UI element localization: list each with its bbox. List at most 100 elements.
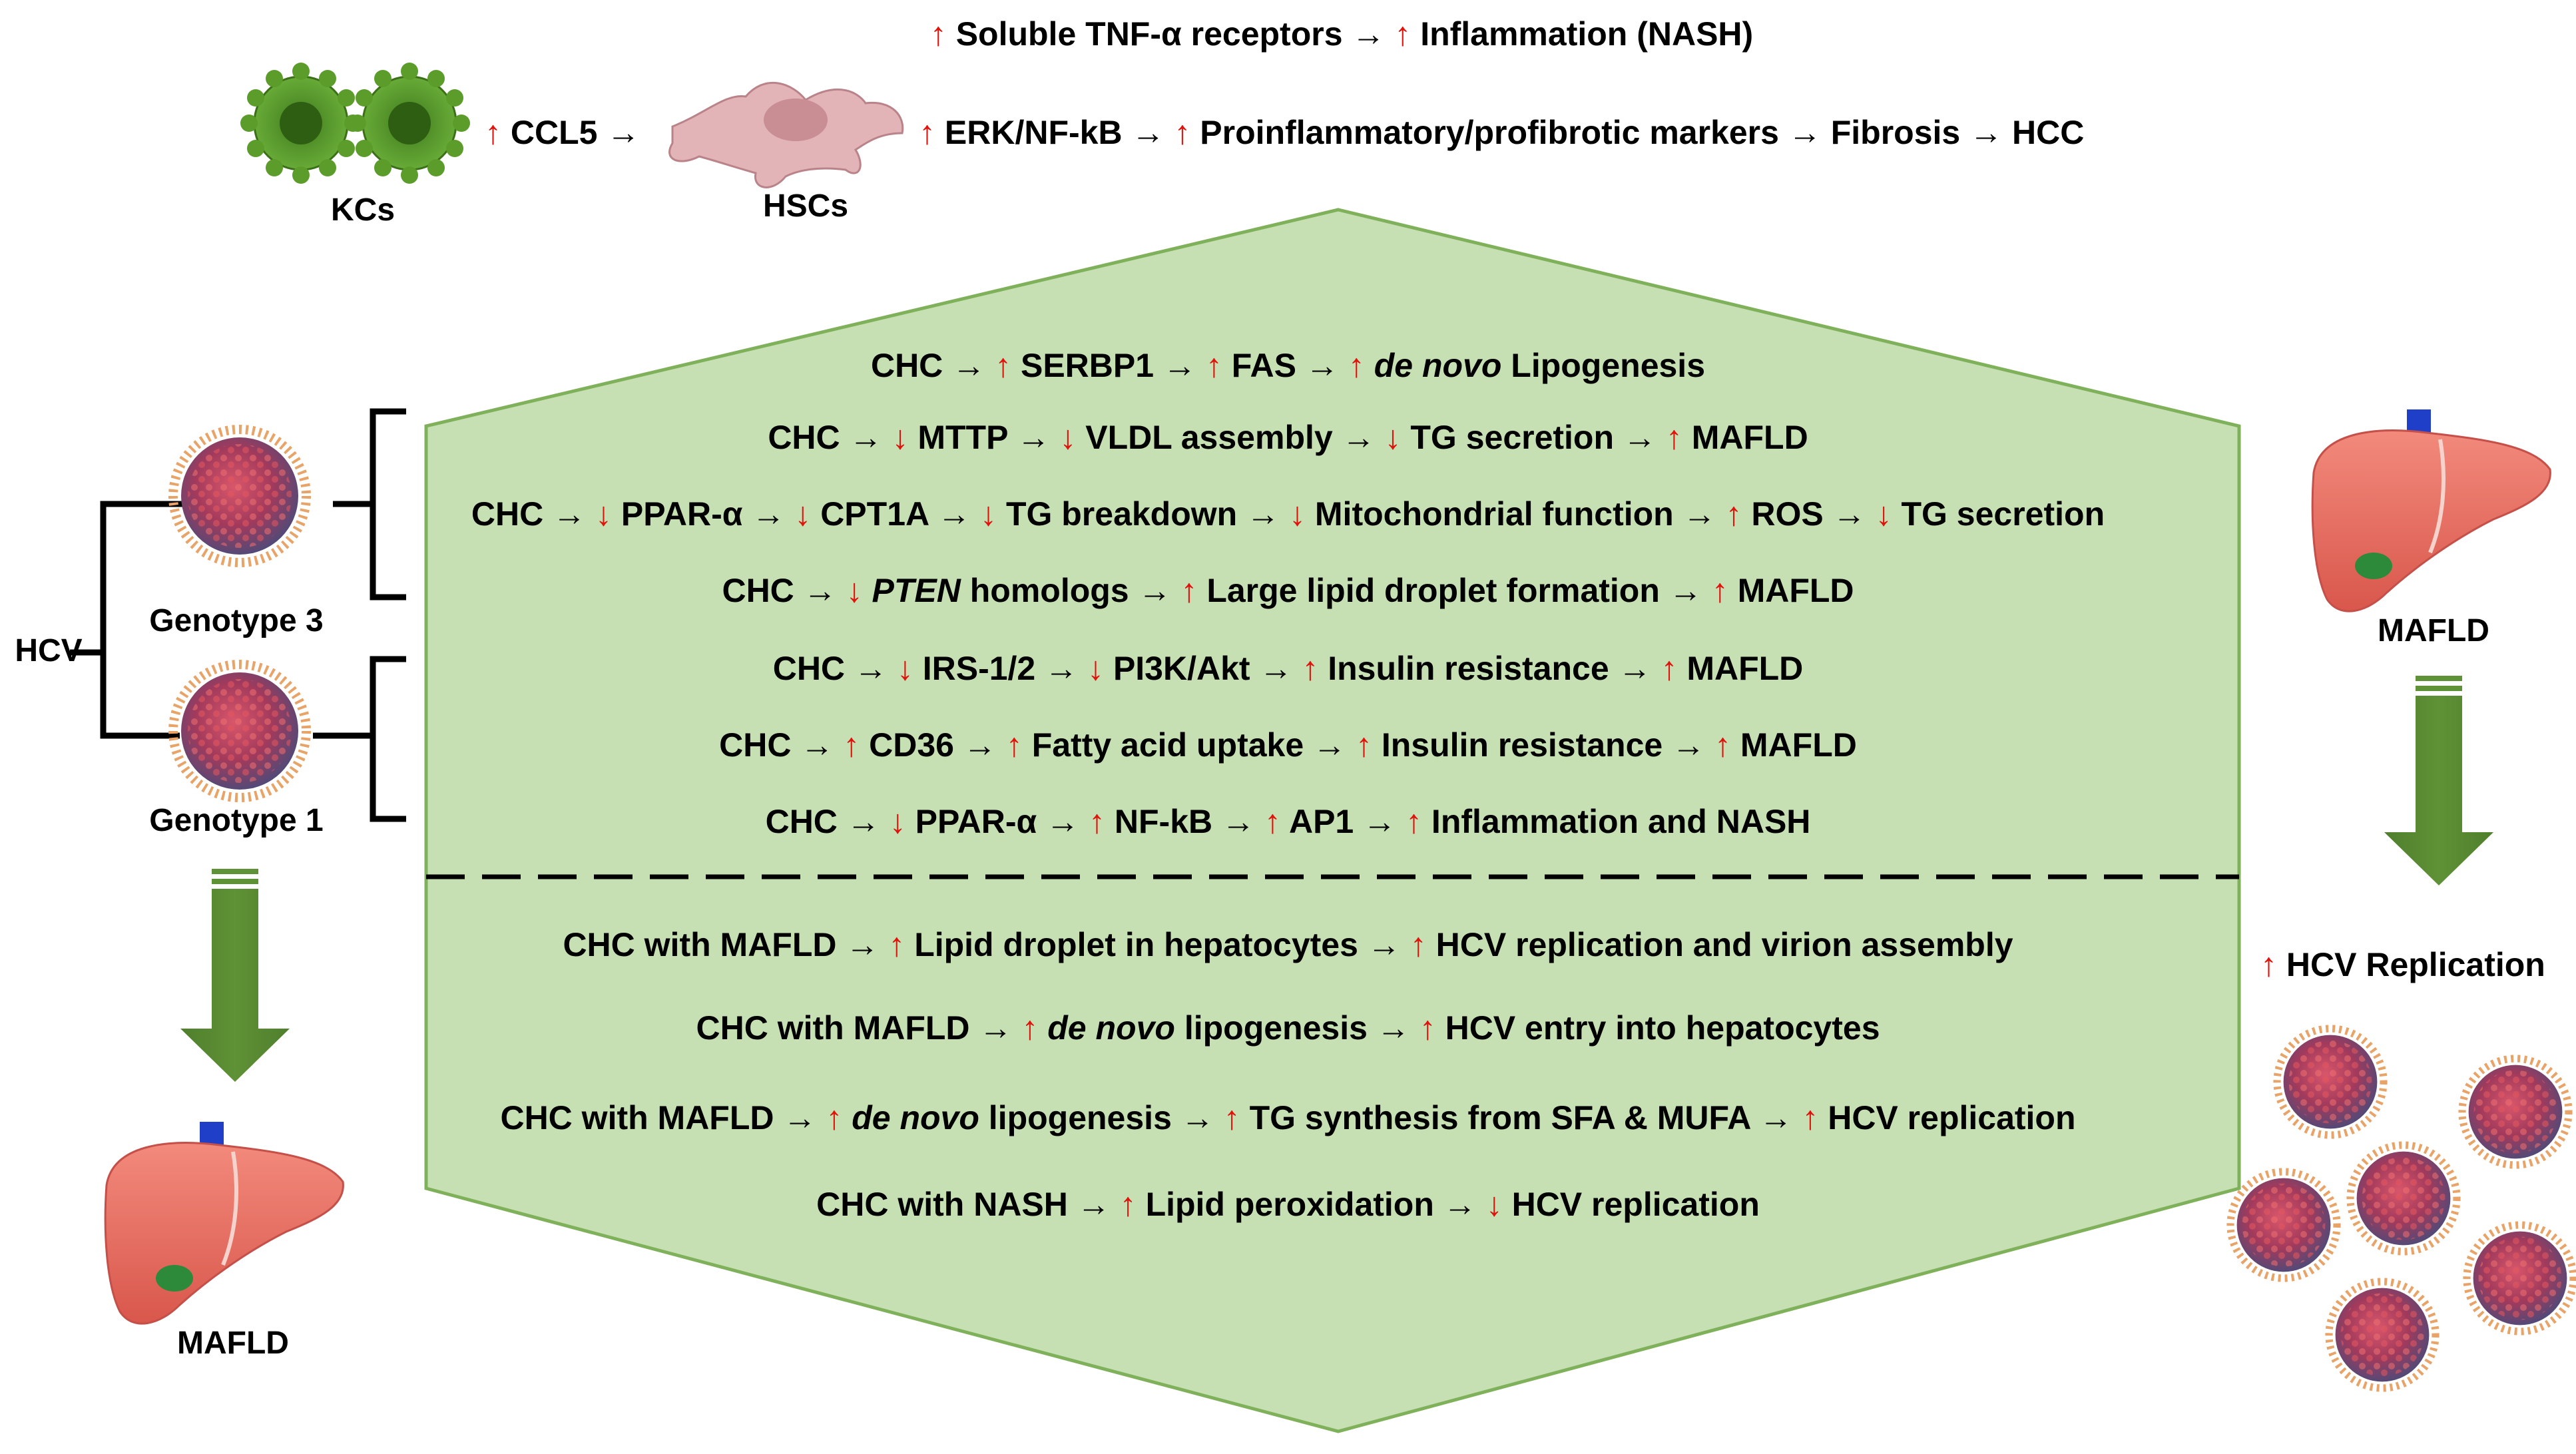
leads-to-arrow-icon: →	[1352, 15, 1386, 53]
virus-icon	[2226, 1168, 2341, 1282]
leads-to-arrow-icon: →	[1759, 1099, 1793, 1136]
decrease-arrow-icon: ↓	[1289, 495, 1306, 533]
down-arrow-icon	[2384, 676, 2493, 885]
increase-arrow-icon: ↑	[1665, 419, 1682, 456]
pathway-text: PPAR-α	[905, 803, 1047, 840]
pathway-text: CHC	[768, 419, 850, 456]
leads-to-arrow-icon: →	[1305, 347, 1339, 384]
pathway-text	[1292, 650, 1302, 687]
hcv-label: HCV	[15, 633, 83, 668]
decrease-arrow-icon: ↓	[1485, 1186, 1503, 1223]
pathway-text	[1050, 419, 1059, 456]
pathway-text: CHC with MAFLD	[563, 926, 846, 963]
leads-to-arrow-icon: →	[800, 726, 834, 764]
increase-arrow-icon: ↑	[1180, 572, 1198, 609]
pathway-text	[985, 347, 995, 384]
leads-to-arrow-icon: →	[783, 1099, 817, 1136]
pathway-text	[837, 572, 846, 609]
genotype3-label: Genotype 3	[149, 603, 324, 638]
pathway-text	[1164, 114, 1174, 151]
increase-arrow-icon: ↑	[1005, 726, 1023, 764]
liver-icon	[104, 1122, 344, 1325]
increase-arrow-icon: ↑	[1119, 1186, 1137, 1223]
pathway-text: SERBP1	[1011, 347, 1163, 384]
increase-arrow-icon: ↑	[1264, 803, 1281, 840]
pathway-text	[1705, 726, 1714, 764]
pathway-text: MTTP	[908, 419, 1017, 456]
leads-to-arrow-icon: →	[1077, 1186, 1111, 1223]
virus-icon	[168, 660, 311, 802]
leads-to-arrow-icon: →	[1131, 114, 1165, 151]
decrease-arrow-icon: ↓	[1875, 495, 1892, 533]
increase-arrow-icon: ↑	[1410, 926, 1427, 963]
pathway-text: ERK/NF-kB	[935, 114, 1132, 151]
pathway-text: TG secretion	[1892, 495, 2105, 533]
pathway-text	[1012, 1009, 1021, 1047]
pathway-text: Insulin resistance	[1318, 650, 1619, 687]
pathway-text	[1792, 1099, 1802, 1136]
increase-arrow-icon: ↑	[1711, 572, 1728, 609]
pathway-text	[1365, 347, 1374, 384]
pathway-text: CHC	[772, 650, 854, 687]
leads-to-arrow-icon: →	[803, 572, 837, 609]
decrease-arrow-icon: ↓	[1059, 419, 1077, 456]
pathway-text: PPAR-α	[612, 495, 752, 533]
pathway-text: TG secretion	[1401, 419, 1623, 456]
pathway-text: lipogenesis	[979, 1099, 1181, 1136]
decrease-arrow-icon: ↓	[595, 495, 612, 533]
leads-to-arrow-icon: →	[846, 803, 880, 840]
pathway-text	[1346, 726, 1356, 764]
pathway-text	[1172, 572, 1181, 609]
pathway-row: CHC → ↓ PPAR-α → ↓ CPT1A → ↓ TG breakdow…	[0, 495, 2576, 533]
genotype1-label: Genotype 1	[149, 803, 324, 838]
pathway-text	[888, 650, 897, 687]
pathway-text	[1702, 572, 1712, 609]
hcv-genotype-bracket	[70, 408, 406, 822]
leads-to-arrow-icon: →	[1969, 114, 2003, 151]
leads-to-arrow-icon: →	[979, 1009, 1013, 1047]
leads-to-arrow-icon: →	[1313, 726, 1347, 764]
increase-arrow-icon: ↑	[919, 114, 935, 151]
pathway-text	[1196, 347, 1206, 384]
pathway-row: CHC → ↑ CD36 → ↑ Fatty acid uptake → ↑ I…	[0, 726, 2576, 764]
pathway-row: CHC with MAFLD → ↑ de novo lipogenesis →…	[0, 1098, 2576, 1137]
pathway-text: Large lipid droplet formation	[1197, 572, 1669, 609]
leads-to-arrow-icon: →	[854, 650, 888, 687]
top-row-tnf: ↑ Soluble TNF-α receptors → ↑ Inflammati…	[909, 15, 1774, 53]
virus-icon	[2325, 1278, 2440, 1392]
pathway-text: CHC with NASH	[816, 1186, 1077, 1223]
pathway-text	[1280, 495, 1289, 533]
pathway-text	[880, 803, 890, 840]
increase-arrow-icon: ↑	[1205, 347, 1222, 384]
increase-arrow-icon: ↑	[1223, 1099, 1240, 1136]
virus-icon	[2463, 1221, 2576, 1335]
pathway-text	[1866, 495, 1876, 533]
pathway-row: CHC with MAFLD → ↑ de novo lipogenesis →…	[0, 1009, 2576, 1047]
pathway-text	[1716, 495, 1726, 533]
mafld-label-left: MAFLD	[177, 1326, 289, 1361]
pathway-text: homologs	[960, 572, 1139, 609]
pathway-text: de novo	[1374, 347, 1502, 384]
decrease-arrow-icon: ↓	[980, 495, 997, 533]
leads-to-arrow-icon: →	[1788, 114, 1822, 151]
leads-to-arrow-icon: →	[849, 419, 883, 456]
leads-to-arrow-icon: →	[1162, 347, 1196, 384]
leads-to-arrow-icon: →	[1342, 419, 1376, 456]
leads-to-arrow-icon: →	[1443, 1186, 1477, 1223]
hexagon-panel	[424, 208, 2241, 1433]
leads-to-arrow-icon: →	[1259, 650, 1293, 687]
pathway-text: Proinflammatory/profibrotic markers	[1190, 114, 1788, 151]
pathway-text: CPT1A	[811, 495, 938, 533]
leads-to-arrow-icon: →	[1017, 419, 1051, 456]
decrease-arrow-icon: ↓	[889, 803, 906, 840]
increase-arrow-icon: ↑	[1021, 1009, 1039, 1047]
increase-arrow-icon: ↑	[485, 114, 501, 151]
pathway-text	[1079, 803, 1089, 840]
pathway-text	[1214, 1099, 1224, 1136]
pathway-text	[883, 419, 892, 456]
pathway-text: Lipid droplet in hepatocytes	[905, 926, 1368, 963]
pathway-text: lipogenesis	[1174, 1009, 1377, 1047]
pathway-text: CHC	[765, 803, 847, 840]
pathway-text	[971, 495, 980, 533]
